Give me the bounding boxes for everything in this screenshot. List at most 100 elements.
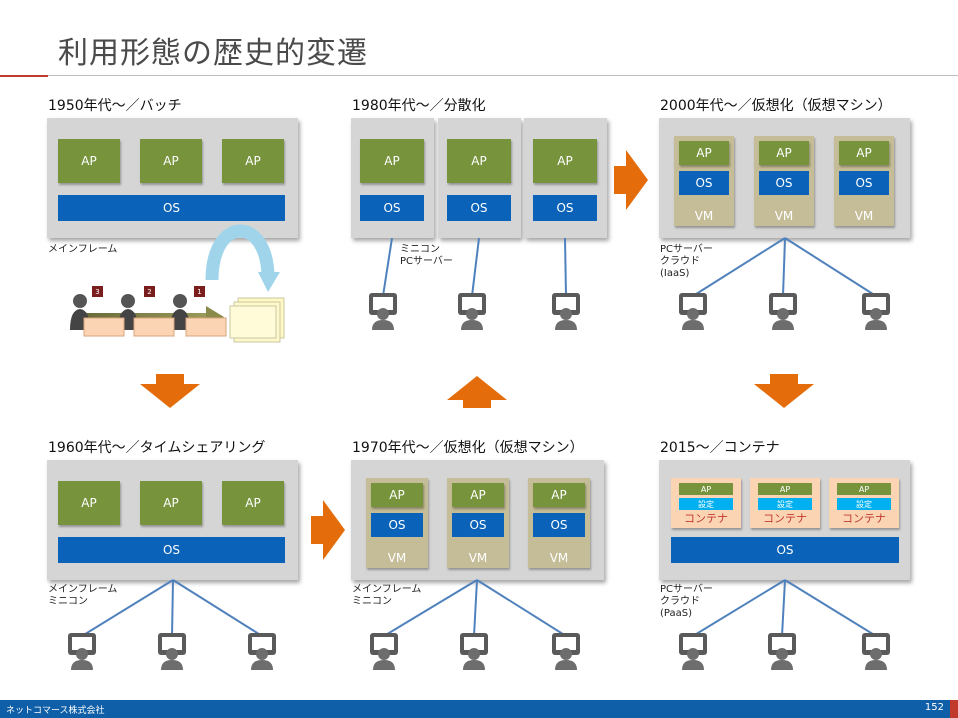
vm-box: AP OS VM [834,136,894,226]
vm-box: AP OS VM [447,478,509,568]
ap-block: AP [533,139,597,183]
arrow-down-icon [140,374,200,408]
server-box: AP OS [524,118,607,238]
ap-block: AP [533,483,585,507]
os-block: OS [533,195,597,221]
terminal-user-icon [68,633,96,670]
settings-block: 設定 [679,498,733,510]
arrow-right-icon [614,150,648,210]
container-label: コンテナ [684,512,728,525]
heading-2015: 2015〜／コンテナ [660,440,780,456]
caption-1980: ミニコン PCサーバー [400,244,453,267]
heading-1960: 1960年代〜／タイムシェアリング [48,440,266,456]
mainframe-box-1970: AP OS VM AP OS VM AP OS VM [351,460,604,580]
os-block: OS [533,513,585,537]
container-box: AP 設定 コンテナ [750,478,820,528]
terminal-user-icon [158,633,186,670]
container-box: AP 設定 コンテナ [671,478,741,528]
container-label: コンテナ [842,512,886,525]
container-box: AP 設定 コンテナ [829,478,899,528]
heading-2000: 2000年代〜／仮想化（仮想マシン） [660,98,892,114]
arrow-right-icon [311,500,345,560]
vm-label: VM [468,551,488,565]
vm-label: VM [549,551,569,565]
title-rule [48,75,958,76]
terminal-user-icon [768,633,796,670]
heading-1970: 1970年代〜／仮想化（仮想マシン） [352,440,584,456]
os-block: OS [360,195,424,221]
ap-block: AP [837,483,891,495]
pc-server-box-2015: AP 設定 コンテナ AP 設定 コンテナ AP 設定 コンテナ OS [659,460,910,580]
footer-bar [0,700,950,718]
vm-label: VM [387,551,407,565]
ap-block: AP [360,139,424,183]
terminal-user-icon [862,633,890,670]
vm-box: AP OS VM [528,478,590,568]
os-block: OS [447,195,511,221]
terminal-user-icon [369,293,397,330]
ap-block: AP [447,139,511,183]
arrow-down-icon [754,374,814,408]
caption-1950: メインフレーム [48,244,118,255]
ap-block: AP [222,481,284,525]
terminal-user-icon [248,633,276,670]
caption-2000: PCサーバー クラウド (IaaS) [660,244,713,279]
ap-block: AP [140,139,202,183]
footer-accent [950,700,958,718]
ap-block: AP [452,483,504,507]
pc-server-box-2000: AP OS VM AP OS VM AP OS VM [659,118,910,238]
caption-2015: PCサーバー クラウド (PaaS) [660,584,713,619]
mainframe-box-1950: AP AP AP OS [47,118,298,238]
job-number-badge: 3 [92,286,103,297]
server-box: AP OS [438,118,521,238]
caption-1970: メインフレーム ミニコン [352,584,422,607]
footer-company: ネットコマース株式会社 [6,706,105,716]
os-block: OS [759,171,809,195]
vm-label: VM [694,209,714,223]
title-accent-rule [0,75,48,77]
terminal-user-icon [460,633,488,670]
os-block: OS [371,513,423,537]
server-box: AP OS [351,118,434,238]
settings-block: 設定 [837,498,891,510]
vm-box: AP OS VM [366,478,428,568]
terminal-user-icon [679,293,707,330]
terminal-user-icon [370,633,398,670]
os-block: OS [58,195,285,221]
mainframe-box-1960: AP AP AP OS [47,460,298,580]
vm-label: VM [854,209,874,223]
ap-block: AP [759,141,809,165]
ap-block: AP [371,483,423,507]
job-number-badge: 2 [144,286,155,297]
ap-block: AP [58,481,120,525]
ap-block: AP [839,141,889,165]
arrow-up-icon [447,376,507,408]
ap-block: AP [679,483,733,495]
job-number-badge: 1 [194,286,205,297]
container-label: コンテナ [763,512,807,525]
os-block: OS [452,513,504,537]
terminal-user-icon [862,293,890,330]
vm-box: AP OS VM [754,136,814,226]
heading-1980: 1980年代〜／分散化 [352,98,486,114]
page-number: 152 [924,702,944,713]
terminal-user-icon [552,293,580,330]
ap-block: AP [58,139,120,183]
ap-block: AP [222,139,284,183]
ap-block: AP [679,141,729,165]
ap-block: AP [758,483,812,495]
terminal-user-icon [458,293,486,330]
terminal-user-icon [769,293,797,330]
terminal-user-icon [552,633,580,670]
os-block: OS [58,537,285,563]
os-block: OS [839,171,889,195]
heading-1950: 1950年代〜／バッチ [48,98,182,114]
os-block: OS [679,171,729,195]
vm-label: VM [774,209,794,223]
page-title: 利用形態の歴史的変遷 [58,36,368,71]
caption-1960: メインフレーム ミニコン [48,584,118,607]
ap-block: AP [140,481,202,525]
vm-box: AP OS VM [674,136,734,226]
